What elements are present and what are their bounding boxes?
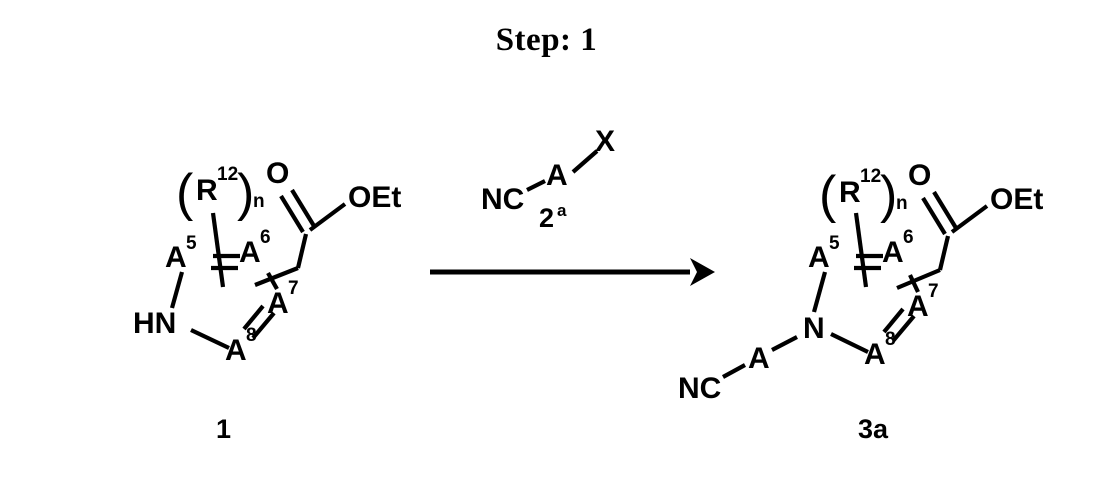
compound-label-2a: 2 bbox=[539, 203, 554, 233]
atom-a-linker-product: A bbox=[748, 342, 770, 375]
atom-a6-superscript-reactant: 6 bbox=[260, 227, 271, 248]
bond-r12 bbox=[210, 212, 226, 288]
n-subscript-reactant: n bbox=[253, 191, 265, 212]
bond-c-o-double-1-product bbox=[921, 196, 947, 236]
bond-c-o-double-2-product bbox=[932, 190, 958, 230]
bond-c-oet-product bbox=[950, 204, 989, 234]
atom-a7-reactant: A bbox=[267, 287, 289, 320]
bond-r12-product bbox=[853, 212, 869, 288]
bond-hn-a8 bbox=[190, 328, 230, 350]
r-superscript-product: 12 bbox=[860, 166, 881, 187]
bond-a7-a6-product bbox=[908, 274, 920, 293]
bond-a8-a7-second bbox=[242, 304, 265, 331]
bond-n-a8-product bbox=[830, 332, 869, 354]
paren-close-product: ) bbox=[880, 166, 897, 224]
bond-a-nc-product bbox=[721, 363, 747, 379]
nitrile-group-product: NC bbox=[678, 372, 721, 405]
compound-label-1: 1 bbox=[216, 414, 231, 444]
atom-a5-superscript-reactant: 5 bbox=[186, 233, 197, 254]
bond-ring-ch2-a-product bbox=[896, 268, 941, 290]
bond-c-oet bbox=[308, 202, 347, 232]
bond-a8-a7 bbox=[251, 311, 276, 340]
r-superscript-reactant: 12 bbox=[217, 164, 238, 185]
r-label-product: R bbox=[839, 176, 861, 209]
carbonyl-oxygen-product: O bbox=[908, 159, 931, 192]
atom-a6-reactant: A bbox=[239, 236, 261, 269]
bond-a5-n-product bbox=[811, 271, 828, 313]
atom-a-reagent: A bbox=[546, 159, 568, 192]
compound-label-2a-superscript: a bbox=[557, 201, 567, 220]
atom-a5-reactant: A bbox=[165, 241, 187, 274]
bond-a5-hn bbox=[169, 271, 185, 309]
bond-ring-ch2-a bbox=[254, 266, 299, 287]
bond-ch2-carbonyl-product bbox=[937, 235, 951, 271]
atom-n-product: N bbox=[803, 312, 825, 345]
bond-a8-a7-product bbox=[891, 314, 916, 343]
atom-hn-reactant: HN bbox=[133, 307, 176, 340]
atom-a7-superscript-product: 7 bbox=[928, 281, 939, 302]
atom-a8-superscript-product: 8 bbox=[885, 329, 896, 350]
bond-nc-a-reagent bbox=[526, 179, 546, 192]
page-title: Step: 1 bbox=[495, 22, 598, 58]
compound-label-3a: 3a bbox=[858, 414, 889, 444]
atom-a8-superscript-reactant: 8 bbox=[246, 325, 257, 346]
r-label-reactant: R bbox=[196, 174, 218, 207]
arrow-head-icon bbox=[690, 258, 715, 286]
bond-a-x-reagent bbox=[571, 149, 599, 174]
atom-a7-superscript-reactant: 7 bbox=[288, 278, 299, 299]
bond-n-a-product bbox=[771, 335, 798, 352]
atom-x-reagent: X bbox=[595, 125, 615, 158]
paren-open-reactant: ( bbox=[176, 164, 194, 222]
atom-a6-product: A bbox=[882, 236, 904, 269]
paren-close-reactant: ) bbox=[237, 164, 254, 222]
bond-ch2-carbonyl bbox=[295, 233, 309, 269]
atom-a5-product: A bbox=[808, 241, 830, 274]
atom-a7-product: A bbox=[907, 290, 929, 323]
ester-group-reactant: OEt bbox=[348, 181, 401, 214]
atom-a6-superscript-product: 6 bbox=[903, 227, 914, 248]
paren-open-product: ( bbox=[819, 166, 837, 224]
n-subscript-product: n bbox=[896, 193, 908, 214]
bond-a8-a7-second-product bbox=[882, 307, 905, 334]
ester-group-product: OEt bbox=[990, 183, 1043, 216]
bond-c-o-double-1 bbox=[279, 194, 305, 234]
atom-a8-reactant: A bbox=[225, 334, 247, 367]
bond-a7-a6 bbox=[266, 271, 279, 291]
atom-a5-superscript-product: 5 bbox=[829, 233, 840, 254]
atom-a8-product: A bbox=[864, 338, 886, 371]
carbonyl-oxygen-reactant: O bbox=[266, 157, 289, 190]
bond-c-o-double-2 bbox=[290, 188, 316, 228]
nitrile-group-reagent: NC bbox=[481, 183, 524, 216]
